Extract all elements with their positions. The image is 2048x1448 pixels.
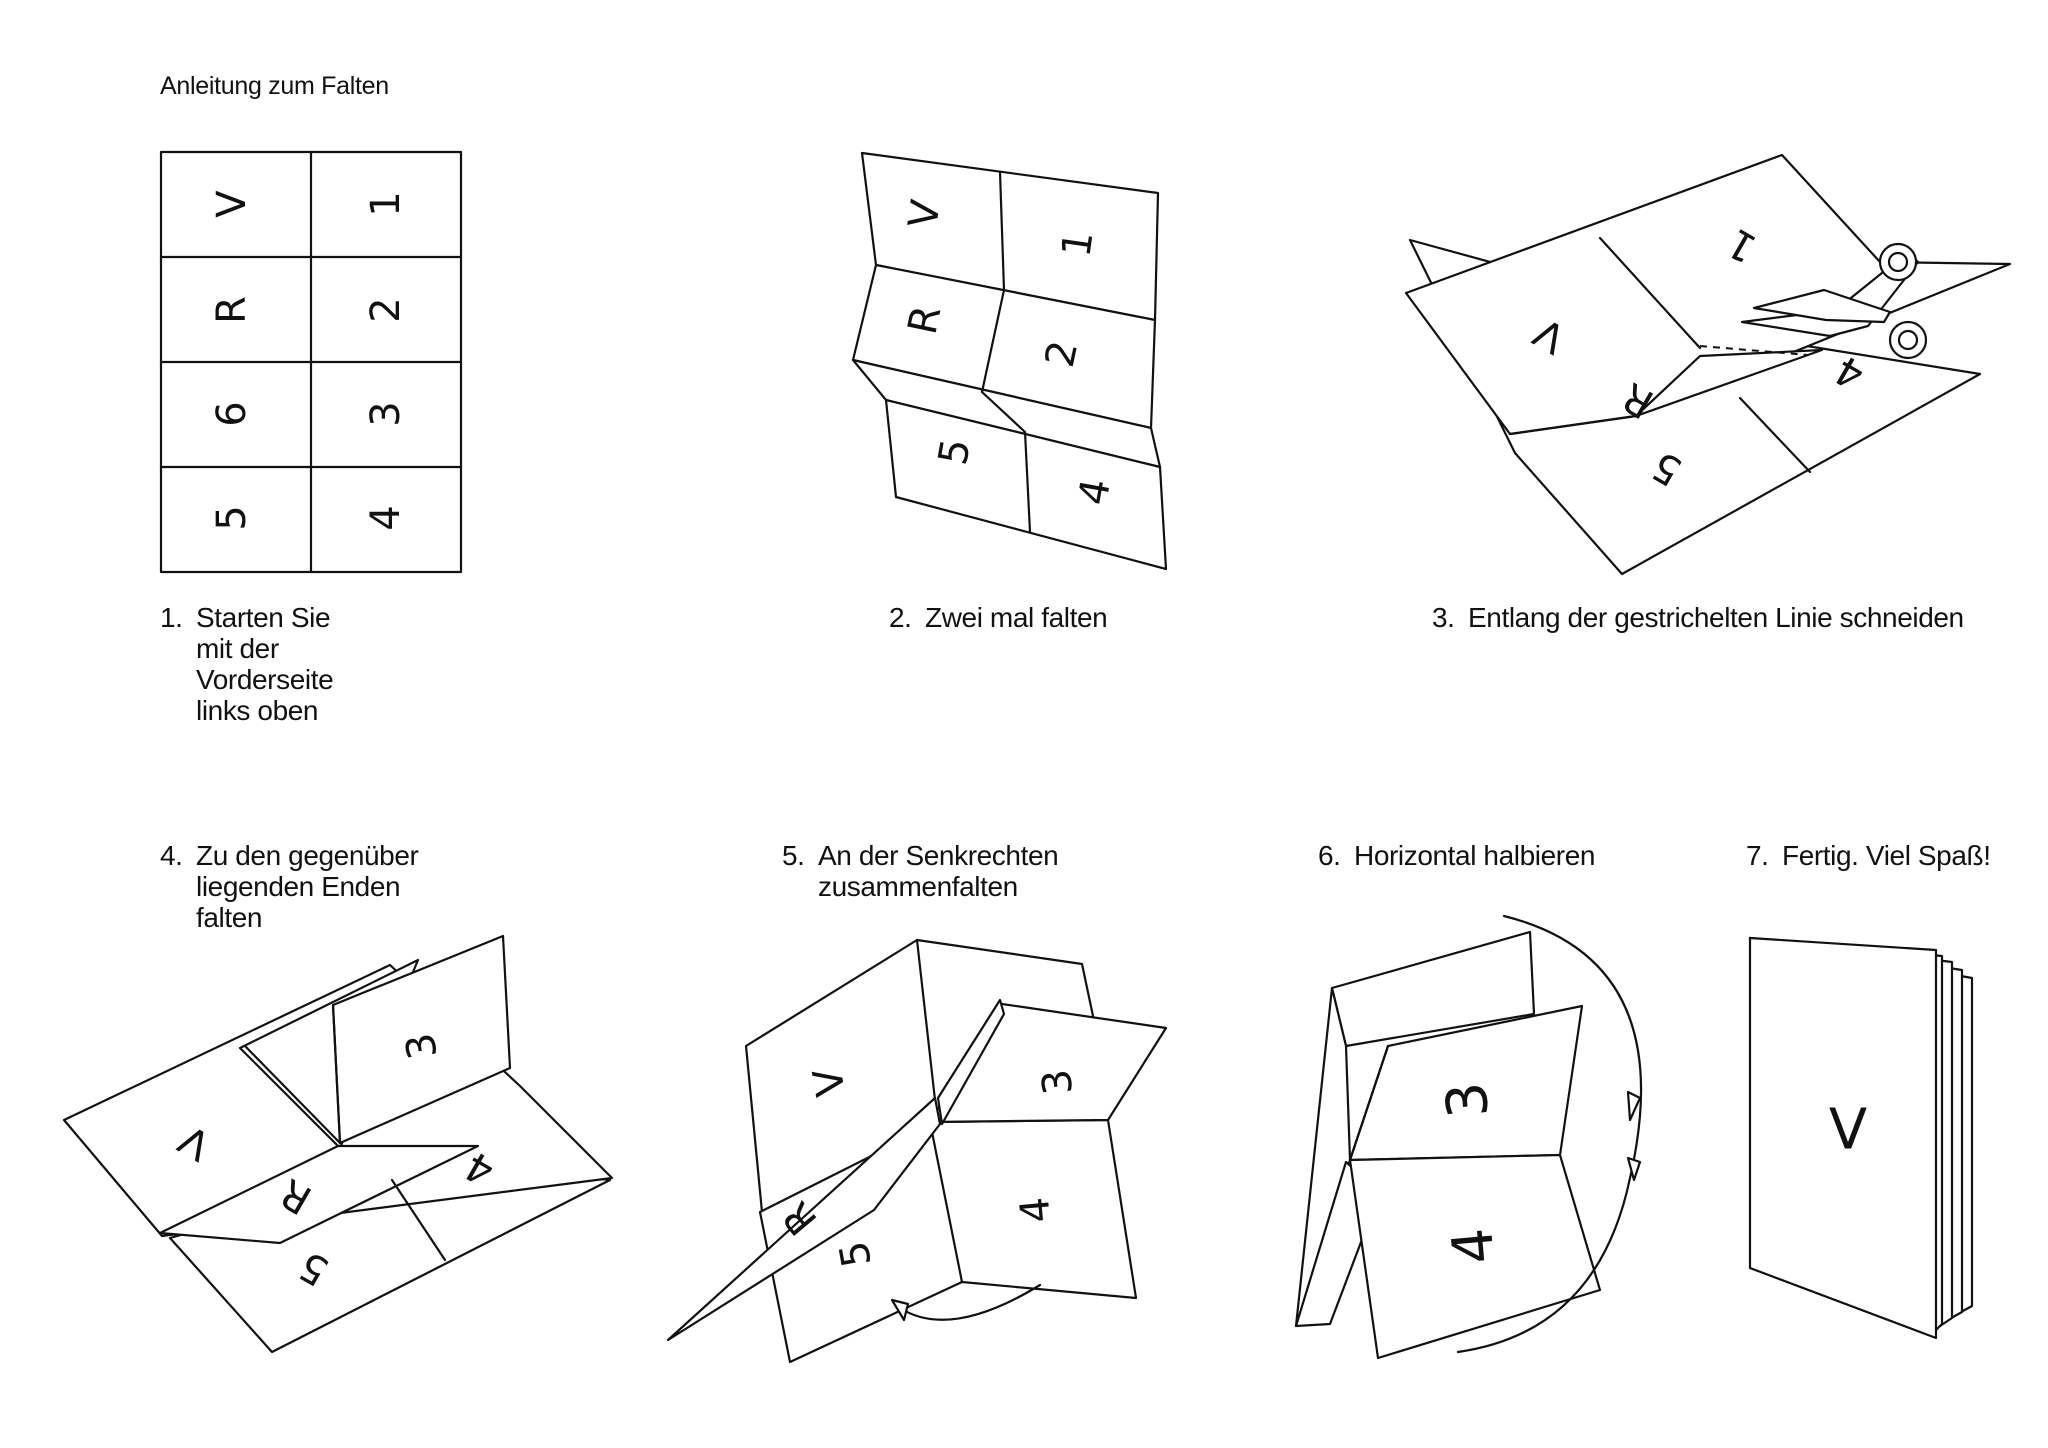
step-text: Fertig. Viel Spaß!: [1782, 840, 1991, 871]
arrow-head: [1626, 1156, 1642, 1182]
step-text: Horizontal halbieren: [1354, 840, 1596, 871]
panel-label: 4: [1012, 1195, 1060, 1224]
fold-line: [980, 288, 1006, 394]
step-3-sheet: V 1 R 4 5: [1404, 153, 2012, 576]
panel-bottom: [884, 398, 1168, 571]
step-6-sheet: 3 4: [1294, 914, 1643, 1360]
panel-label: 1: [1053, 228, 1102, 260]
step-5-sheet: V 3 R 4 5: [666, 938, 1168, 1364]
panel-spine: [936, 998, 1006, 1126]
step-2-sheet: V 1 R 2 5 4: [851, 151, 1168, 571]
arrow-head: [1626, 1090, 1642, 1122]
scissors-icon: [1740, 242, 1928, 360]
step-number: 5.: [782, 840, 805, 871]
panel-label: 3: [363, 401, 409, 426]
step-7-booklet: V: [1748, 936, 1974, 1340]
step-number: 6.: [1318, 840, 1341, 871]
panel-label: 3: [1034, 1067, 1082, 1096]
step-number: 4.: [160, 840, 183, 871]
step-4-sheet: V 3 R 4 5: [62, 934, 614, 1354]
panel-label: R: [209, 296, 255, 324]
step-text: An der Senkrechten zusammenfalten: [818, 840, 1059, 902]
fold-line: [331, 1003, 342, 1145]
panel-label: 4: [363, 505, 409, 530]
step-text: Starten Sie mit der Vorderseite links ob…: [196, 602, 334, 726]
panel-label: V: [209, 190, 255, 218]
panel-label: 4: [1440, 1225, 1508, 1266]
cut-line: [1699, 345, 1809, 356]
panel-flap: [158, 1144, 480, 1245]
fold-line: [980, 390, 1027, 434]
panel-label: 1: [363, 191, 409, 216]
step-number: 7.: [1746, 840, 1769, 871]
panel-label: 3: [1434, 1079, 1502, 1120]
step-1-sheet: V 1 R 2 6 3 5 4: [159, 150, 463, 574]
panel-flap: [666, 1096, 942, 1342]
step-text: Zu den gegenüber liegenden Enden falten: [196, 840, 419, 933]
step-number: 2.: [889, 602, 912, 633]
fold-line: [1348, 1044, 1390, 1162]
fold-line: [1598, 236, 1702, 350]
page-title: Anleitung zum Falten: [160, 72, 389, 100]
fold-line: [915, 938, 937, 1102]
panel-flap: [1508, 348, 1824, 436]
curved-arrow-icon: [898, 1283, 1042, 1321]
fold-line: [998, 170, 1006, 292]
panel-label: 5: [209, 505, 255, 530]
step-number: 3.: [1432, 602, 1455, 633]
fold-line: [1738, 396, 1812, 474]
step-number: 1.: [160, 602, 183, 633]
cover-label: V: [1829, 1098, 1867, 1163]
arrow-head: [890, 1298, 910, 1322]
step-text: Entlang der gestrichelten Linie schneide…: [1468, 602, 1964, 633]
booklet-cover: [1748, 936, 1938, 1340]
fold-line: [243, 1044, 342, 1145]
panel-lower: [1348, 1153, 1602, 1360]
step-text: Zwei mal falten: [925, 602, 1108, 633]
fold-line: [390, 1178, 447, 1262]
panel-label: 6: [209, 401, 255, 426]
fold-line: [1023, 430, 1032, 534]
panel-label: 2: [363, 297, 409, 322]
